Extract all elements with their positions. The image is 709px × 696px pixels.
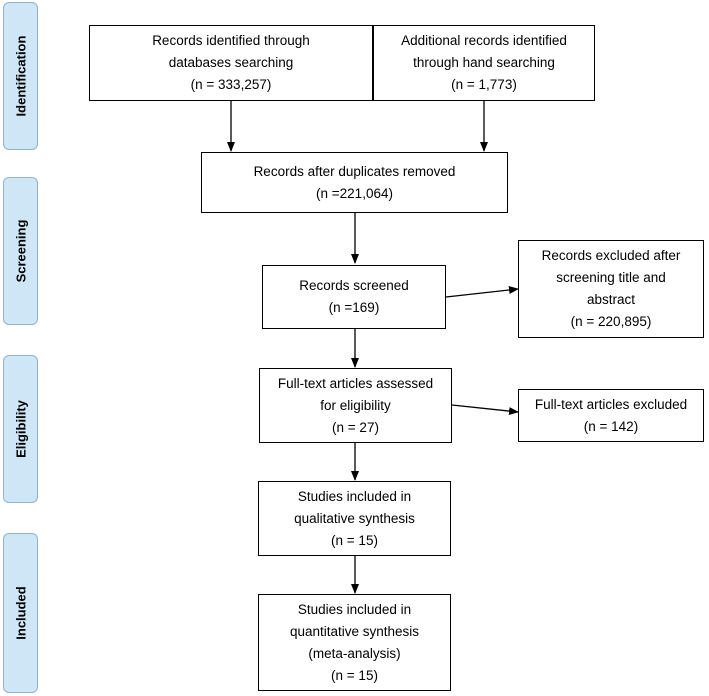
- excl-screen-line2: screening title and: [556, 270, 666, 285]
- box-qualitative-synthesis: Studies included in qualitative synthesi…: [258, 481, 451, 556]
- db-line2: databases searching: [168, 55, 294, 70]
- fulltext-line3: (n = 27): [332, 419, 379, 435]
- fulltext-line1: Full-text articles assessed: [277, 375, 434, 391]
- db-line1: Records identified through: [152, 33, 310, 48]
- excl-screen-line3: abstract: [586, 292, 636, 307]
- box-after-duplicates: Records after duplicates removed (n =221…: [201, 152, 508, 213]
- phase-eligibility: Eligibility: [3, 355, 38, 503]
- box-hand-search-records: Additional records identified through ha…: [373, 25, 595, 101]
- phase-identification: Identification: [3, 2, 38, 150]
- quant-line3: (meta-analysis): [308, 645, 401, 661]
- excl-screen-line4: (n = 220,895): [570, 314, 652, 329]
- box-full-text-assessed: Full-text articles assessed for eligibil…: [259, 368, 452, 443]
- quant-line2: quantitative synthesis: [289, 623, 420, 639]
- quant-line4: (n = 15): [331, 667, 378, 683]
- screened-line1: Records screened: [299, 278, 409, 293]
- fulltext-excl-line2: (n = 142): [583, 418, 639, 434]
- quant-line1: Studies included in: [297, 601, 412, 617]
- arrow-fulltext-to-excluded: [451, 404, 519, 416]
- phase-screening: Screening: [3, 177, 38, 325]
- dup-line1: Records after duplicates removed: [253, 163, 456, 179]
- excl-screen-line1: Records excluded after: [541, 248, 681, 263]
- fulltext-line2: for eligibility: [320, 397, 391, 413]
- box-records-excluded-screening: Records excluded after screening title a…: [518, 240, 704, 338]
- db-line3: (n = 333,257): [190, 77, 272, 92]
- box-database-records: Records identified through databases sea…: [89, 25, 373, 101]
- fulltext-excl-line1: Full-text articles excluded: [534, 396, 688, 412]
- qual-line1: Studies included in: [297, 488, 412, 504]
- box-records-screened: Records screened (n =169): [262, 265, 446, 329]
- arrow-screened-to-excluded: [445, 286, 519, 298]
- phase-included: Included: [3, 533, 38, 693]
- dup-line2: (n =221,064): [316, 185, 393, 201]
- hand-line1: Additional records identified: [401, 33, 567, 48]
- hand-line3: (n = 1,773): [451, 77, 517, 92]
- box-full-text-excluded: Full-text articles excluded (n = 142): [518, 389, 704, 442]
- qual-line2: qualitative synthesis: [294, 510, 415, 526]
- qual-line3: (n = 15): [331, 532, 378, 548]
- screened-line2: (n =169): [328, 300, 380, 315]
- hand-line2: through hand searching: [413, 55, 555, 70]
- box-quantitative-synthesis: Studies included in quantitative synthes…: [258, 594, 451, 691]
